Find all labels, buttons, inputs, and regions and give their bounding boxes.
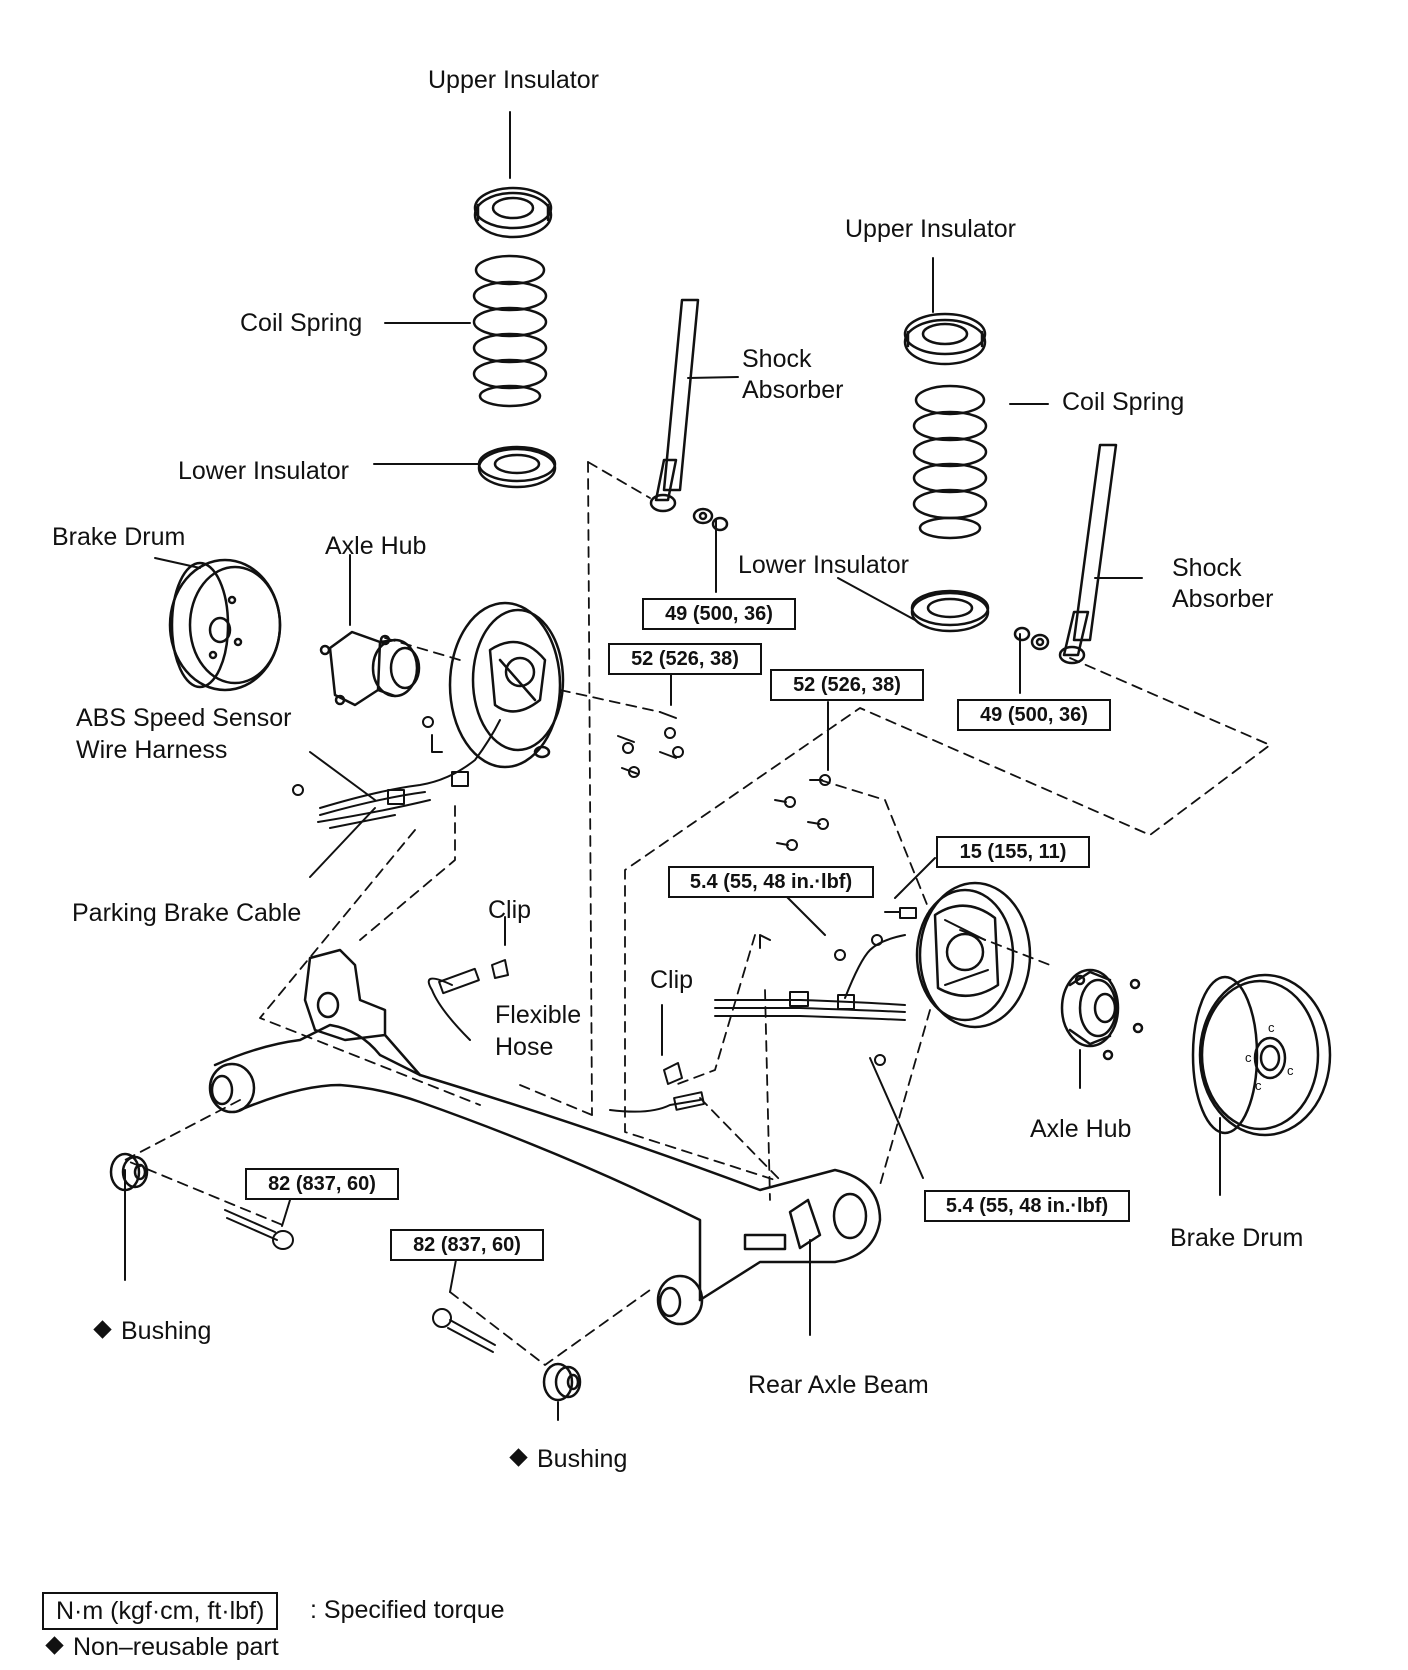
- label-lower-insulator-right: Lower Insulator: [738, 551, 909, 579]
- label-coil-spring-left: Coil Spring: [240, 309, 363, 337]
- upper-insulator-right-part: [903, 312, 987, 366]
- abs-harness-left-part: [292, 716, 684, 829]
- legend-nonreusable: Non–reusable part: [45, 1632, 279, 1662]
- torque-backing-plate-left: 52 (526, 38): [608, 643, 762, 675]
- label-flexible-hose-2: Hose: [495, 1033, 554, 1061]
- label-coil-spring-right: Coil Spring: [1062, 388, 1185, 416]
- label-abs-sensor-line1: ABS Speed Sensor: [76, 704, 292, 732]
- flexible-hose-part: [427, 959, 509, 1041]
- label-abs-sensor-line2: Wire Harness: [76, 736, 228, 764]
- torque-sensor-bolt-upper: 5.4 (55, 48 in.·lbf): [668, 866, 874, 898]
- label-bushing-left: Bushing: [93, 1316, 212, 1346]
- label-brake-drum-right: Brake Drum: [1170, 1224, 1304, 1252]
- nonreusable-diamond-icon: [509, 1448, 528, 1467]
- label-bushing-left-text: Bushing: [121, 1317, 212, 1345]
- bushing-center-part: [542, 1362, 582, 1402]
- coil-spring-right-part: [912, 384, 988, 540]
- legend-torque-desc: : Specified torque: [310, 1596, 505, 1624]
- lower-insulator-right-part: [910, 589, 990, 633]
- lower-insulator-left-part: [477, 445, 557, 489]
- label-clip-upper: Clip: [488, 896, 532, 924]
- rear-axle-beam-part: [208, 948, 882, 1326]
- torque-sensor-bolt-lower: 5.4 (55, 48 in.·lbf): [924, 1190, 1130, 1222]
- bushing-left-part: [109, 1152, 149, 1192]
- nonreusable-diamond-icon: [45, 1636, 64, 1655]
- torque-bushing-bolt-center: 82 (837, 60): [390, 1229, 544, 1261]
- svg-text:c: c: [1268, 1020, 1275, 1035]
- torque-shock-lower-left: 49 (500, 36): [642, 598, 796, 630]
- label-rear-axle-beam: Rear Axle Beam: [748, 1371, 929, 1399]
- legend-nonreusable-text: Non–reusable part: [73, 1633, 279, 1661]
- label-upper-insulator-right: Upper Insulator: [845, 215, 1016, 243]
- coil-spring-left-part: [472, 254, 548, 408]
- label-parking-brake-cable: Parking Brake Cable: [72, 899, 302, 927]
- backing-plate-left-part: [448, 601, 565, 769]
- brake-drum-left-part: [168, 558, 282, 692]
- label-shock-absorber-left-1: Shock: [742, 345, 812, 373]
- torque-brake-line: 15 (155, 11): [936, 836, 1090, 868]
- backing-plate-right-part: [915, 881, 1032, 1029]
- upper-insulator-left-part: [473, 186, 553, 239]
- shock-absorber-right-part: [1013, 443, 1118, 665]
- torque-shock-lower-right: 49 (500, 36): [957, 699, 1111, 731]
- nonreusable-diamond-icon: [93, 1320, 112, 1339]
- torque-backing-plate-right: 52 (526, 38): [770, 669, 924, 701]
- torque-bushing-bolt-left: 82 (837, 60): [245, 1168, 399, 1200]
- label-shock-absorber-right-1: Shock: [1172, 554, 1242, 582]
- label-lower-insulator-left: Lower Insulator: [178, 457, 349, 485]
- svg-text:c: c: [1255, 1078, 1262, 1093]
- brake-drum-right-part: c c c c: [1191, 973, 1332, 1137]
- legend-torque-unit: N·m (kgf·cm, ft·lbf): [42, 1592, 279, 1630]
- label-flexible-hose-1: Flexible: [495, 1001, 582, 1029]
- assembly-lines: [124, 461, 1271, 1366]
- shock-absorber-left-part: [649, 298, 729, 532]
- label-shock-absorber-left-2: Absorber: [742, 376, 844, 404]
- svg-text:c: c: [1287, 1063, 1294, 1078]
- bushing-bolt-left-part: [224, 1209, 294, 1250]
- label-axle-hub-left: Axle Hub: [325, 532, 427, 560]
- backing-plate-bolts-right: [774, 774, 831, 851]
- label-clip-lower: Clip: [650, 966, 694, 994]
- label-upper-insulator-left: Upper Insulator: [428, 66, 599, 94]
- label-bushing-center: Bushing: [509, 1444, 628, 1474]
- leader-lines: [124, 111, 1221, 1421]
- svg-text:c: c: [1245, 1050, 1252, 1065]
- axle-hub-right-part: [1060, 968, 1144, 1061]
- label-bushing-center-text: Bushing: [537, 1445, 628, 1473]
- backing-plate-bolts-left: [617, 711, 677, 775]
- axle-hub-left-part: [319, 630, 421, 707]
- label-brake-drum-left: Brake Drum: [52, 523, 186, 551]
- bushing-bolt-center-part: [432, 1308, 496, 1353]
- label-axle-hub-right: Axle Hub: [1030, 1115, 1132, 1143]
- label-shock-absorber-right-2: Absorber: [1172, 585, 1274, 613]
- abs-harness-right-part: [609, 907, 917, 1113]
